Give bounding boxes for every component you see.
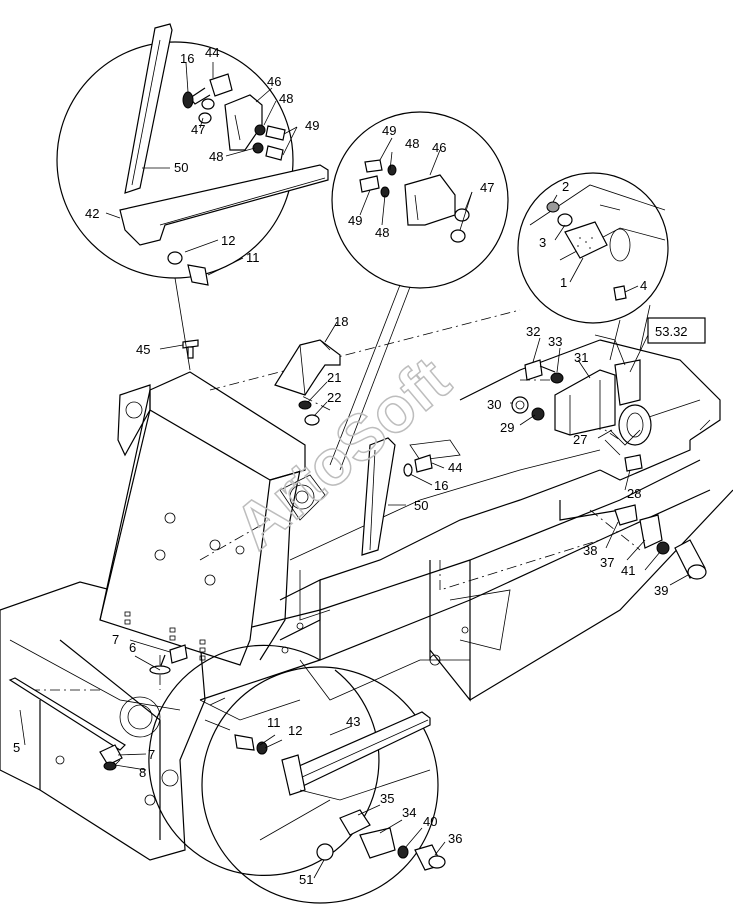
callout-c47b: 47 <box>480 180 494 195</box>
callout-c32: 32 <box>526 324 540 339</box>
callout-c21: 21 <box>327 370 341 385</box>
callout-c2: 2 <box>562 179 569 194</box>
callout-c47a: 47 <box>191 122 205 137</box>
callout-c4: 4 <box>640 278 647 293</box>
callout-c48d: 48 <box>375 225 389 240</box>
callout-c30: 30 <box>487 397 501 412</box>
callout-c11a: 11 <box>246 250 260 265</box>
callout-c44b: 44 <box>448 460 462 475</box>
tower-housing <box>99 371 461 666</box>
callout-c45: 45 <box>136 342 150 357</box>
detail-circle-b <box>329 111 509 471</box>
callout-c39: 39 <box>654 583 668 598</box>
callout-c35: 35 <box>380 791 394 806</box>
main-parts <box>8 334 707 771</box>
callout-c48b: 48 <box>209 149 223 164</box>
callout-c12a: 12 <box>221 233 235 248</box>
callout-c37: 37 <box>600 555 614 570</box>
callout-c7b: 7 <box>148 747 155 762</box>
callout-c40: 40 <box>423 814 437 829</box>
callout-c49a: 49 <box>305 118 319 133</box>
callout-c29: 29 <box>500 420 514 435</box>
reference-box: 53.32 <box>629 317 706 373</box>
callout-c41: 41 <box>621 563 635 578</box>
callout-c28: 28 <box>627 486 641 501</box>
detail-circle-d <box>148 644 446 904</box>
callout-c48a: 48 <box>279 91 293 106</box>
callout-c34: 34 <box>402 805 416 820</box>
callout-c6: 6 <box>129 640 136 655</box>
callout-c33: 33 <box>548 334 562 349</box>
callout-c50b: 50 <box>414 498 428 513</box>
callout-c42: 42 <box>85 206 99 221</box>
callout-c3: 3 <box>539 235 546 250</box>
leader-lines <box>19 62 689 879</box>
callout-c7a: 7 <box>112 632 119 647</box>
callout-c5: 5 <box>13 740 20 755</box>
callout-c31: 31 <box>574 350 588 365</box>
callout-c44a: 44 <box>205 45 219 60</box>
callout-c12b: 12 <box>288 723 302 738</box>
callout-c49c: 49 <box>348 213 362 228</box>
reference-box-label: 53.32 <box>655 324 688 339</box>
callout-c27: 27 <box>573 432 587 447</box>
callout-c50a: 50 <box>174 160 188 175</box>
detail-circle-c <box>517 172 669 361</box>
callout-c48c: 48 <box>405 136 419 151</box>
callout-c46a: 46 <box>267 74 281 89</box>
detail-circle-a <box>56 23 329 371</box>
callout-c51: 51 <box>299 872 313 887</box>
callout-c11b: 11 <box>267 715 281 730</box>
callout-c43: 43 <box>346 714 360 729</box>
callout-c46b: 46 <box>432 140 446 155</box>
callout-c18: 18 <box>334 314 348 329</box>
callout-c38: 38 <box>583 543 597 558</box>
callout-c1: 1 <box>560 275 567 290</box>
callout-c36: 36 <box>448 831 462 846</box>
callout-c16a: 16 <box>180 51 194 66</box>
callout-c49b: 49 <box>382 123 396 138</box>
callout-c22: 22 <box>327 390 341 405</box>
callout-c16b: 16 <box>434 478 448 493</box>
callout-c8: 8 <box>139 765 146 780</box>
chassis-frame <box>0 339 733 861</box>
